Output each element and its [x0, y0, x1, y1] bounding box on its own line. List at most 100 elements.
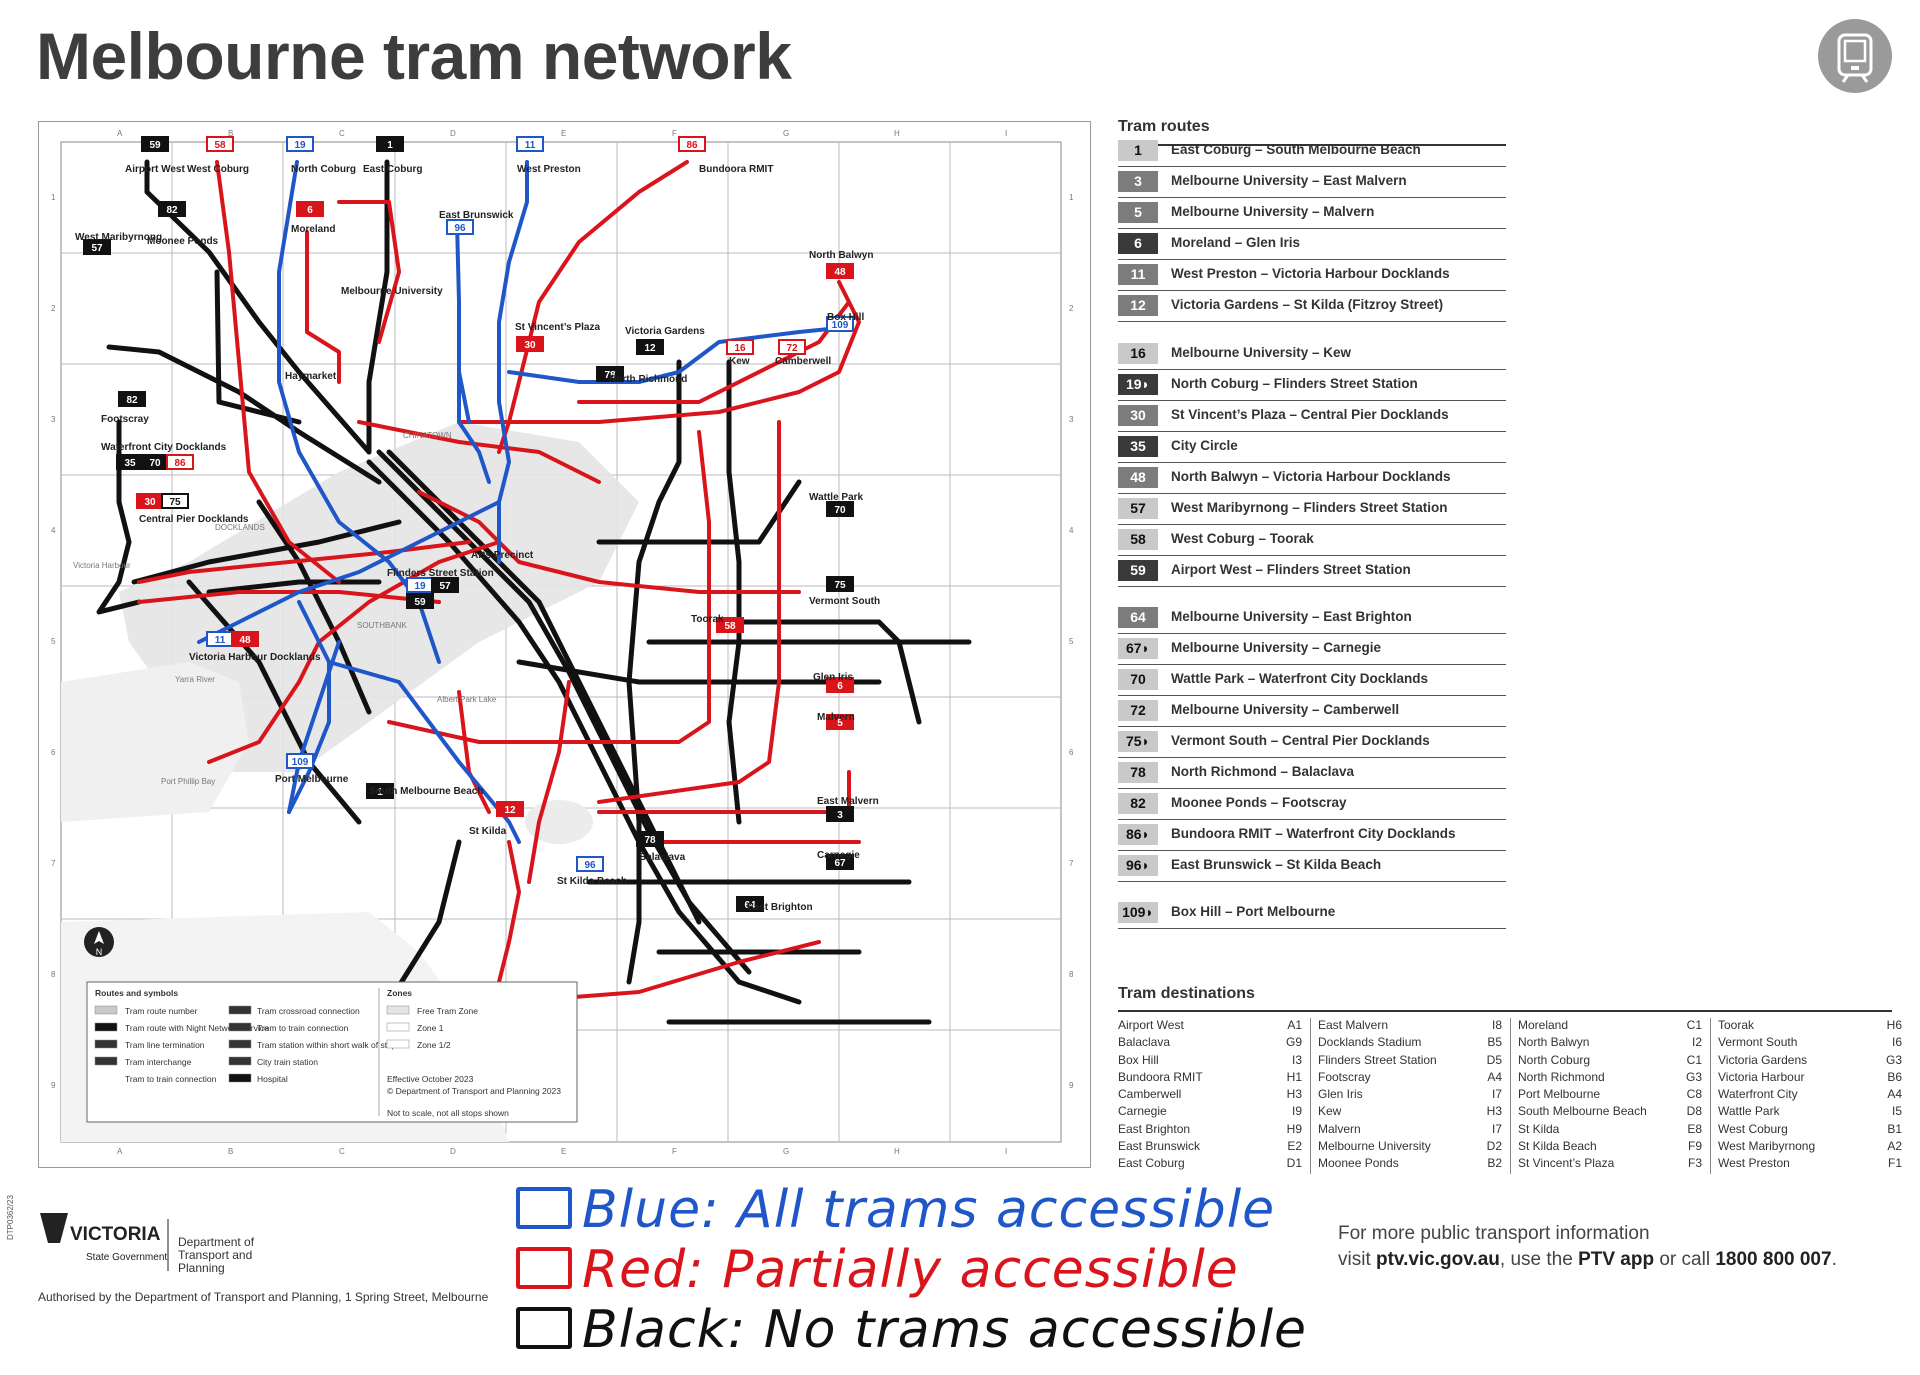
map-route-badge[interactable]: 64 — [736, 896, 764, 912]
map-route-badge[interactable]: 1 — [376, 136, 404, 152]
map-route-badge[interactable]: 30 — [136, 493, 164, 509]
map-route-badge[interactable]: 96 — [576, 856, 604, 872]
route-row[interactable]: 109◗Box Hill – Port Melbourne — [1118, 897, 1506, 929]
map-route-badge[interactable]: 6 — [826, 677, 854, 693]
phone-number[interactable]: 1800 800 007 — [1715, 1249, 1832, 1270]
map-route-badge[interactable]: 48 — [826, 263, 854, 279]
route-row[interactable]: 75◗Vermont South – Central Pier Dockland… — [1118, 726, 1506, 758]
map-route-badge[interactable]: 82 — [158, 201, 186, 217]
map-route-badge[interactable]: 12 — [636, 339, 664, 355]
map-route-badge[interactable]: 96 — [446, 219, 474, 235]
map-route-badge[interactable]: 82 — [118, 391, 146, 407]
route-row[interactable]: 96◗East Brunswick – St Kilda Beach — [1118, 850, 1506, 882]
map-route-badge[interactable]: 11 — [206, 631, 234, 647]
map-route-badge[interactable]: 78 — [636, 831, 664, 847]
map-route-badge[interactable]: 72 — [778, 339, 806, 355]
map-route-badge[interactable]: 86 — [166, 454, 194, 470]
map-route-badge[interactable]: 59 — [406, 593, 434, 609]
map-route-badge[interactable]: 57 — [431, 577, 459, 593]
map-route-badge[interactable]: 67 — [826, 854, 854, 870]
map-route-badge[interactable]: 58 — [206, 136, 234, 152]
map-route-badge[interactable]: 75 — [826, 576, 854, 592]
map-route-badge[interactable]: 48 — [231, 631, 259, 647]
map-route-badge[interactable]: 59 — [141, 136, 169, 152]
map-route-badge[interactable]: 75 — [161, 493, 189, 509]
ptv-link[interactable]: ptv.vic.gov.au — [1376, 1249, 1500, 1270]
map-route-badge[interactable]: 109 — [826, 316, 854, 332]
map-route-badge[interactable]: 30 — [516, 336, 544, 352]
map-route-badge[interactable]: 19 — [406, 577, 434, 593]
map-route-badge[interactable]: 19 — [286, 136, 314, 152]
map-route-badge[interactable]: 16 — [726, 339, 754, 355]
map-route-badge[interactable]: 12 — [496, 801, 524, 817]
map-route-badge[interactable]: 70 — [826, 501, 854, 517]
map-route-badge[interactable]: 70 — [141, 454, 169, 470]
map-route-badge[interactable]: 11 — [516, 136, 544, 152]
route-row[interactable]: 67◗Melbourne University – Carnegie — [1118, 633, 1506, 665]
map-route-badge[interactable]: 6 — [296, 201, 324, 217]
route-row[interactable]: 86◗Bundoora RMIT – Waterfront City Dockl… — [1118, 819, 1506, 851]
map-route-badge[interactable]: 78 — [596, 366, 624, 382]
map-route-badge[interactable]: 58 — [716, 617, 744, 633]
route-row[interactable]: 19◗North Coburg – Flinders Street Statio… — [1118, 369, 1506, 401]
map-route-badge[interactable]: 5 — [826, 714, 854, 730]
map-route-badge[interactable]: 1 — [366, 783, 394, 799]
map-route-badge[interactable]: 35 — [116, 454, 144, 470]
map-route-badge[interactable]: 3 — [826, 806, 854, 822]
map-route-badge[interactable]: 86 — [678, 136, 706, 152]
map-route-badge[interactable]: 109 — [286, 753, 314, 769]
map-route-badge[interactable]: 57 — [83, 239, 111, 255]
